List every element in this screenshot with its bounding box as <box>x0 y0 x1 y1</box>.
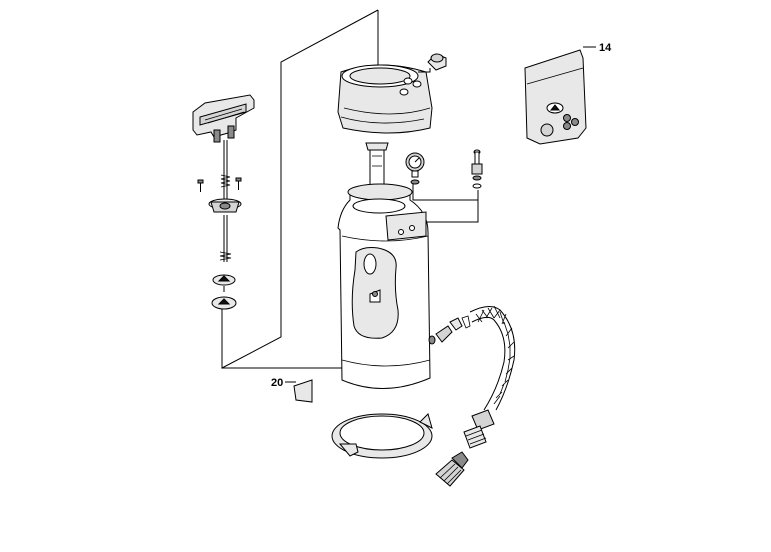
spray-hose <box>463 305 516 449</box>
top-cap <box>337 64 433 134</box>
top-knob <box>418 53 447 73</box>
label-sticker <box>293 379 313 403</box>
valve-disc <box>212 274 236 292</box>
pressure-gauge <box>405 152 425 185</box>
base-seal <box>211 296 237 310</box>
screw-left <box>197 179 204 192</box>
base-ring <box>331 413 433 459</box>
hand-grip <box>524 49 587 145</box>
hose-connector <box>428 315 471 345</box>
pump-rod <box>219 140 232 262</box>
screw-right <box>235 177 242 190</box>
pump-handle <box>192 94 255 143</box>
callout-20-label: 20 <box>271 377 283 389</box>
callout-14-label: 14 <box>599 42 612 54</box>
spray-nozzle <box>435 451 469 487</box>
pump-piston <box>208 198 242 213</box>
assembly-bracket-line <box>221 9 379 369</box>
main-tank <box>337 183 431 389</box>
pressure-valve <box>471 149 483 189</box>
